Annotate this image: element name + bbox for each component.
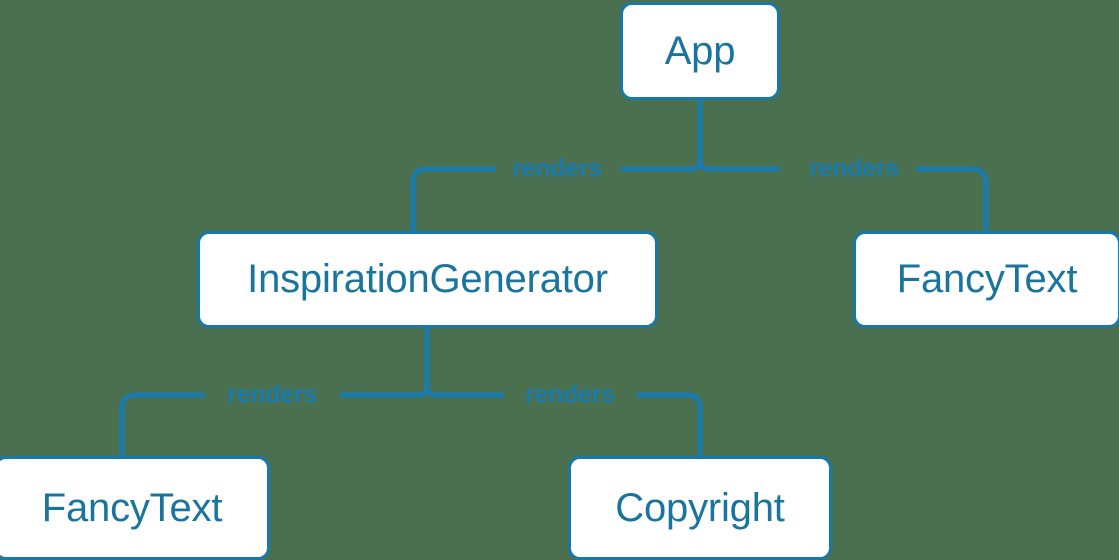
- node-copyright[interactable]: Copyright: [568, 456, 832, 560]
- edge-label-app-to-inspirationgenerator: renders: [512, 154, 602, 183]
- edge-label-inspirationgenerator-to-fancytext: renders: [227, 380, 317, 409]
- edge-inspirationgenerator-stem-right: [424, 385, 504, 398]
- edge-inspirationgenerator-to-fancytext-left: [119, 392, 205, 456]
- node-copyright-label: Copyright: [615, 485, 785, 530]
- edge-app-stem: [621, 100, 703, 172]
- edge-app-to-inspirationgenerator-left: [410, 166, 496, 231]
- edge-app-to-fancytext-right: [916, 166, 989, 231]
- edge-label-inspirationgenerator-to-copyright: renders: [525, 380, 615, 409]
- edge-inspirationgenerator-to-copyright: [637, 392, 703, 456]
- node-fancytext-right-label: FancyText: [896, 257, 1078, 301]
- node-fancytext-right[interactable]: FancyText: [853, 231, 1119, 328]
- edge-app-stem-right: [697, 159, 780, 172]
- node-app[interactable]: App: [620, 2, 780, 100]
- node-fancytext-bottom[interactable]: FancyText: [0, 456, 270, 560]
- edge-inspirationgenerator-stem: [340, 328, 430, 398]
- node-inspirationgenerator-label: InspirationGenerator: [247, 257, 608, 301]
- node-inspirationgenerator[interactable]: InspirationGenerator: [197, 231, 658, 328]
- node-fancytext-bottom-label: FancyText: [41, 485, 223, 530]
- edge-label-app-to-fancytext: renders: [809, 154, 899, 183]
- node-app-label: App: [664, 28, 736, 73]
